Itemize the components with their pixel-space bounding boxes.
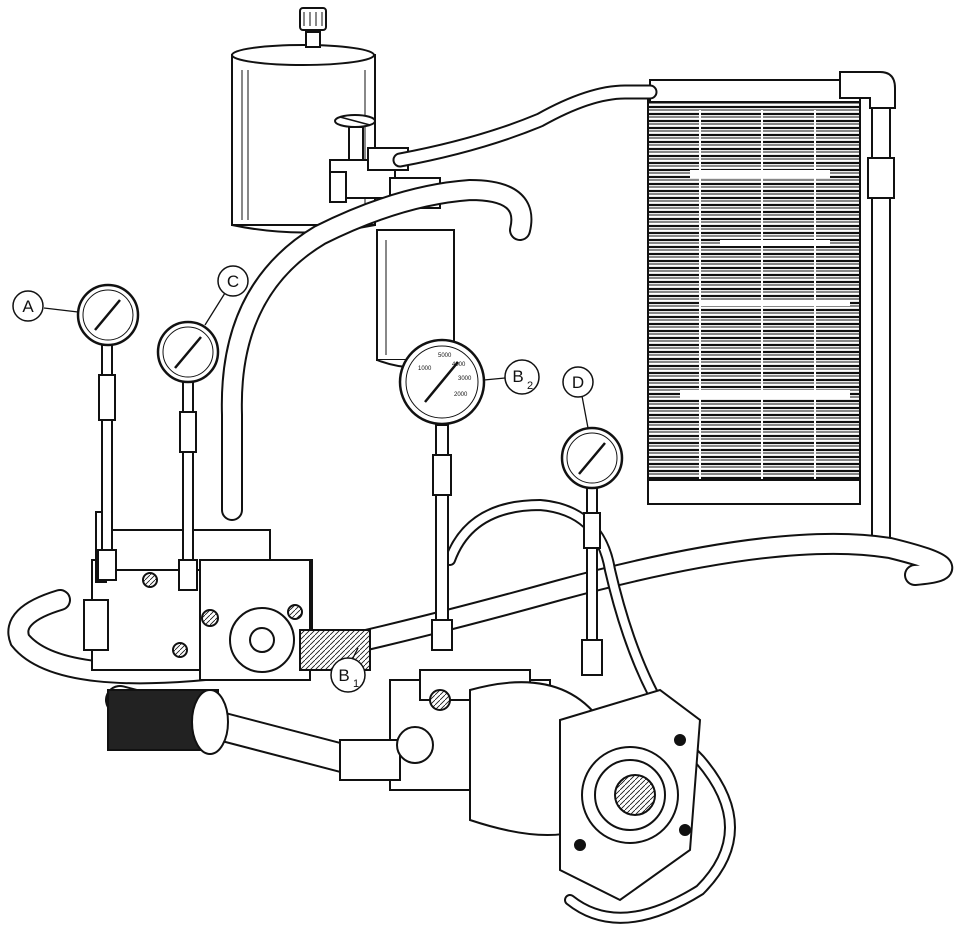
callout-leaders — [43, 292, 589, 661]
gauge-b2-dial-mark-3: 3000 — [458, 376, 472, 382]
gauge-b2-dial-mark-1: 5000 — [438, 353, 452, 359]
callout-c-letter: C — [227, 272, 239, 291]
callout-c: C — [217, 265, 249, 297]
gauge-b2-dial-mark-2: 4000 — [452, 362, 466, 368]
callout-b2-letter: B — [512, 367, 523, 386]
shutoff-valve — [329, 114, 441, 209]
gauge-b2-dial-mark-4: 2000 — [454, 392, 468, 398]
callout-d: D — [562, 366, 594, 398]
gauge-d — [560, 426, 624, 490]
callout-b1-subscript: 1 — [353, 678, 359, 690]
gauge-a — [76, 283, 140, 347]
gauge-lines — [97, 344, 603, 676]
filter-canister — [376, 229, 455, 369]
hydraulic-motor — [339, 669, 702, 902]
hydraulic-hoses — [7, 84, 954, 924]
callout-b2: B 2 — [504, 359, 540, 395]
gauge-b2-dial-mark-5: 1000 — [418, 366, 432, 372]
callout-b1-letter: B — [338, 666, 349, 685]
callout-a: A — [12, 290, 44, 322]
callout-b2-subscript: 2 — [527, 380, 533, 392]
callout-b1: B 1 — [330, 657, 366, 693]
gauge-b2: 5000 4000 3000 2000 1000 — [398, 338, 486, 426]
oil-cooler — [647, 71, 896, 541]
gauge-c — [156, 320, 220, 384]
callout-d-letter: D — [572, 373, 584, 392]
hydraulic-pump — [83, 511, 371, 755]
callout-a-letter: A — [22, 297, 34, 316]
